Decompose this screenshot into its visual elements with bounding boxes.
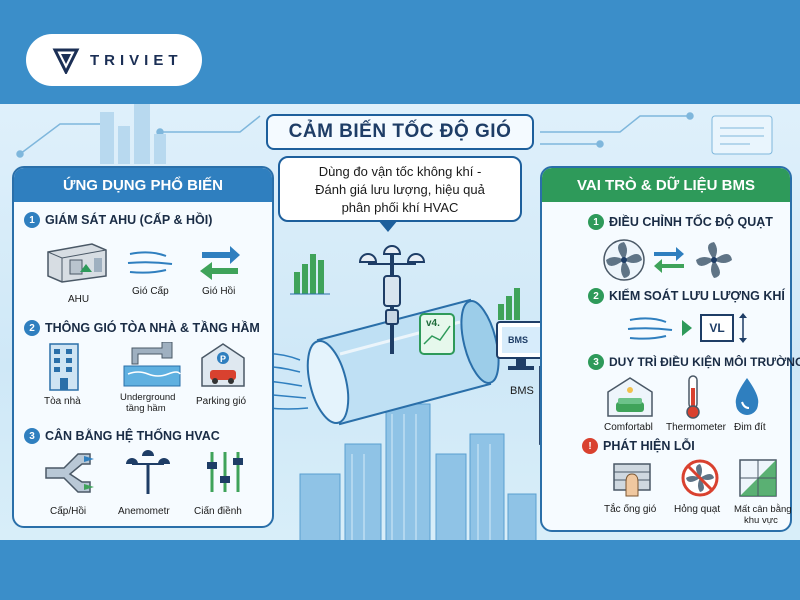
bms-role-header: VAI TRÒ & DỮ LIỆU BMS	[542, 168, 790, 202]
underground-basement-icon	[123, 342, 181, 387]
split-duct-icon	[45, 453, 94, 493]
fan-failure-label: Hỏng quạt	[674, 504, 721, 515]
humidity-label: Đim đít	[734, 422, 766, 433]
section-environment-title: 3 DUY TRÌ ĐIỀU KIỆN MÔI TRƯỜNG	[588, 354, 800, 370]
exchange-arrows-icon	[654, 247, 684, 273]
underground-label: Underground	[120, 392, 176, 403]
applications-panel: ỨNG DỤNG PHỔ BIẾN 1 GIÁM SÁT AHU (CẤP & …	[12, 166, 274, 528]
basement-label: tầng hầm	[126, 403, 166, 414]
section-title-text: GIÁM SÁT AHU (CẤP & HỒI)	[45, 213, 213, 227]
page-title: CẢM BIẾN TỐC ĐỘ GIÓ	[288, 121, 512, 142]
meter-reading: v4.	[426, 318, 440, 329]
fan-failure-icon	[681, 459, 719, 497]
damper-sliders-icon	[207, 452, 243, 492]
section-title-text: ĐIỀU CHỈNH TỐC ĐỘ QUẠT	[609, 215, 773, 229]
section-title-text: CÂN BẰNG HỆ THỐNG HVAC	[45, 429, 220, 443]
bms-label: BMS	[510, 385, 534, 397]
supply-air-label: Gió Cấp	[132, 286, 169, 297]
air-duct	[306, 298, 500, 426]
section-number: 1	[24, 212, 40, 228]
alert-icon: !	[582, 438, 598, 454]
supply-air-icon	[127, 251, 173, 274]
section-number: 2	[24, 320, 40, 336]
brand-name: TRIVIET	[90, 51, 183, 69]
section-number: 1	[588, 214, 604, 230]
humidity-drop-icon	[735, 378, 759, 415]
comfort-label: Comfortabl	[604, 422, 653, 433]
vertical-range-icon	[739, 313, 747, 343]
fan-speed-icon	[696, 242, 732, 278]
bottom-band	[0, 540, 800, 600]
applications-header: ỨNG DỤNG PHỔ BIẾN	[14, 168, 272, 202]
section-ahu-title: 1 GIÁM SÁT AHU (CẤP & HỒI)	[24, 212, 212, 228]
section-title-text: THÔNG GIÓ TÒA NHÀ & TẦNG HẦM	[45, 321, 260, 335]
building-icon	[49, 343, 79, 391]
title-banner: CẢM BIẾN TỐC ĐỘ GIÓ	[266, 114, 534, 150]
anemometer-label: Anemometr	[118, 506, 170, 517]
section-title-text: PHÁT HIỆN LỖI	[603, 439, 695, 453]
anemometer-icon	[126, 450, 170, 494]
intro-line-1: Dùng đo vận tốc không khí -	[318, 164, 482, 179]
section-number: 2	[588, 288, 604, 304]
comfort-room-icon	[607, 377, 653, 417]
return-air-icon	[200, 246, 240, 280]
section-number: 3	[24, 428, 40, 444]
zone-imbalance-icon	[739, 459, 777, 497]
airflow-icon	[627, 317, 673, 340]
thermometer-label: Thermometer	[666, 422, 727, 433]
section-fault-detection-title: ! PHÁT HIỆN LỖI	[582, 438, 695, 454]
zone-label: khu vực	[744, 515, 778, 526]
svg-text:P: P	[220, 354, 226, 364]
thermometer-icon	[686, 375, 700, 419]
infographic-illustration	[16, 104, 773, 540]
volume-box: VL	[700, 314, 734, 342]
infographic: CẢM BIẾN TỐC ĐỘ GIÓ Dùng đo vận tốc khôn…	[0, 104, 800, 540]
building-label: Tòa nhà	[44, 396, 81, 407]
parking-label: Parking gió	[196, 396, 247, 407]
ahu-unit-icon	[47, 243, 107, 283]
ahu-label: AHU	[68, 294, 90, 305]
duct-blockage-icon	[613, 463, 651, 497]
section-airflow-control-title: 2 KIỂM SOÁT LƯU LƯỢNG KHÍ	[588, 288, 785, 304]
section-number: 3	[588, 354, 604, 370]
bms-role-panel: VAI TRÒ & DỮ LIỆU BMS 1 ĐIỀU CHỈNH TỐC Đ…	[540, 166, 800, 532]
duct-blockage-label: Tắc ống gió	[604, 504, 657, 515]
fan-icon	[603, 239, 645, 281]
intro-callout: Dùng đo vận tốc không khí - Đánh giá lưu…	[278, 156, 522, 222]
city-skyline	[299, 403, 537, 540]
anemometer-sensor	[358, 245, 426, 354]
section-balancing-title: 3 CÂN BẰNG HỆ THỐNG HVAC	[24, 428, 220, 444]
imbalance-label: Mất cân bằng	[734, 504, 792, 515]
callout-pointer	[378, 220, 398, 232]
brand-logo: TRIVIET	[26, 34, 202, 86]
parking-garage-icon: P	[201, 343, 245, 387]
supply-return-label: Cấp/Hồi	[50, 506, 87, 517]
section-title-text: KIỂM SOÁT LƯU LƯỢNG KHÍ	[609, 289, 785, 303]
section-fan-speed-title: 1 ĐIỀU CHỈNH TỐC ĐỘ QUẠT	[588, 214, 773, 230]
intro-line-3: phân phối khí HVAC	[341, 200, 459, 215]
adjust-label: Ciấn điềnh	[194, 506, 242, 517]
return-air-label: Gió Hồi	[202, 286, 236, 297]
intro-line-2: Đánh giá lưu lượng, hiệu quả	[315, 182, 485, 197]
bms-screen-text: BMS	[508, 335, 528, 345]
section-ventilation-title: 2 THÔNG GIÓ TÒA NHÀ & TẦNG HẦM	[24, 320, 260, 336]
bar-chart-decoration	[290, 254, 520, 320]
bms-role-header-text: VAI TRÒ & DỮ LIỆU BMS	[576, 176, 755, 194]
applications-header-text: ỨNG DỤNG PHỔ BIẾN	[63, 176, 223, 194]
triviet-logo-icon	[52, 48, 80, 74]
arrow-right-icon	[682, 320, 692, 336]
section-title-text: DUY TRÌ ĐIỀU KIỆN MÔI TRƯỜNG	[609, 355, 800, 369]
bms-monitor	[496, 321, 546, 370]
